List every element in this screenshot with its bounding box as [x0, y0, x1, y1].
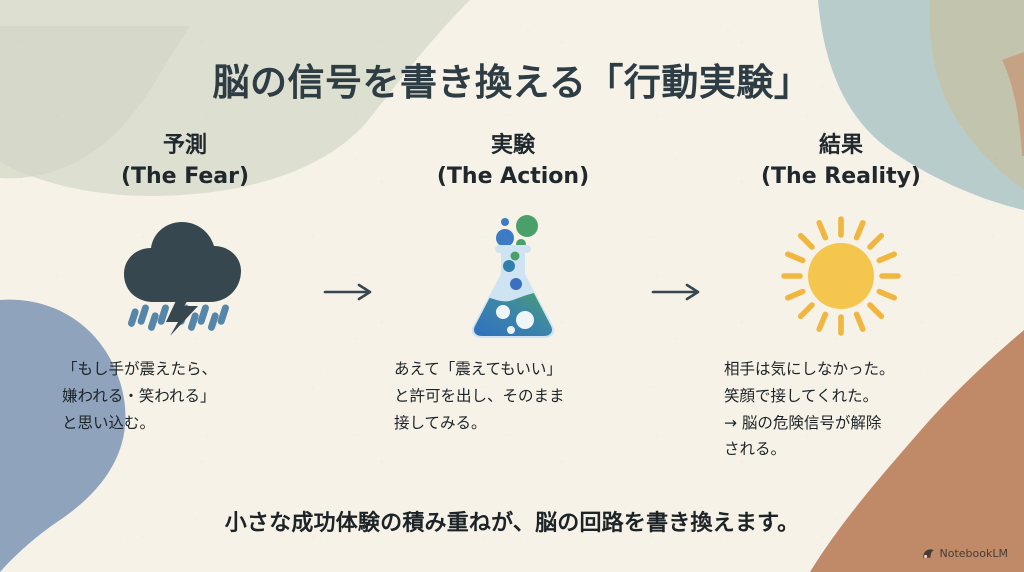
column-body-result: 相手は気にしなかった。 笑顔で接してくれた。 → 脳の危険信号が解除 される。: [708, 356, 974, 463]
column-heading-ja: 実験: [490, 133, 535, 158]
decor-slate-blue-bottom-left: [0, 299, 126, 572]
body-line: 嫌われる・笑われる」: [62, 387, 216, 406]
body-line: あえて「震えてもいい」: [394, 360, 562, 379]
column-experiment: 実験 (The Action): [380, 130, 646, 436]
column-heading-result: 結果 (The Reality): [708, 130, 974, 192]
sun-disc: [808, 243, 874, 310]
body-line: 笑顔で接してくれた。: [724, 387, 879, 406]
column-heading-experiment: 実験 (The Action): [380, 130, 646, 192]
body-line: と許可を出し、そのまま: [394, 387, 565, 406]
process-columns: 予測 (The Fear): [52, 130, 972, 463]
decor-sage-top-left-inner: [0, 26, 190, 179]
column-heading-en: (The Fear): [120, 164, 250, 190]
body-line: と思い込む。: [62, 413, 156, 432]
notebooklm-logo-icon: [922, 549, 934, 558]
decor-terracotta-bottom-right: [810, 330, 1024, 572]
decor-terracotta-top-right-sliver: [1002, 52, 1024, 156]
body-line: 「もし手が震えたら、: [62, 360, 218, 379]
decor-olive-top-right: [929, 0, 1024, 190]
storm-cloud-rain-lightning-icon: [52, 206, 318, 346]
page-title: 脳の信号を書き換える「行動実験」: [212, 61, 812, 104]
body-line: 接してみる。: [394, 413, 487, 432]
body-line: される。: [724, 440, 787, 459]
bubble-in-neck: [510, 251, 520, 261]
bubble-in-neck: [510, 278, 522, 291]
liquid-bubble: [496, 305, 510, 320]
column-heading-ja: 予測: [162, 133, 207, 158]
body-line: → 脳の危険信号が解除: [724, 413, 882, 432]
column-heading-en: (The Action): [436, 164, 590, 190]
erlenmeyer-flask-icon: [380, 206, 646, 346]
watermark-label: NotebookLM: [939, 547, 1008, 560]
column-prediction: 予測 (The Fear): [52, 130, 318, 436]
sun-icon: [708, 206, 974, 346]
column-heading-prediction: 予測 (The Fear): [52, 130, 318, 192]
column-body-experiment: あえて「震えてもいい」 と許可を出し、そのまま 接してみる。: [380, 356, 646, 436]
arrow-prediction-to-action: [318, 130, 380, 302]
column-body-prediction: 「もし手が震えたら、 嫌われる・笑われる」 と思い込む。: [52, 356, 318, 436]
notebooklm-watermark: NotebookLM: [922, 547, 1008, 560]
bubble-blue-large: [496, 229, 514, 248]
footer-caption: 小さな成功体験の積み重ねが、脳の回路を書き換えます。: [224, 511, 800, 536]
bubble-blue-small: [501, 218, 509, 227]
bubble-green-large: [516, 215, 538, 238]
column-heading-en: (The Reality): [760, 164, 921, 190]
liquid-bubble: [516, 311, 534, 330]
bubble-in-neck: [503, 260, 515, 273]
column-result: 結果 (The Reality): [708, 130, 974, 463]
arrow-action-to-reality: [646, 130, 708, 302]
sun-rays: [781, 216, 901, 337]
body-line: 相手は気にしなかった。: [724, 360, 895, 379]
column-heading-ja: 結果: [818, 133, 863, 158]
liquid-bubble: [507, 326, 515, 335]
